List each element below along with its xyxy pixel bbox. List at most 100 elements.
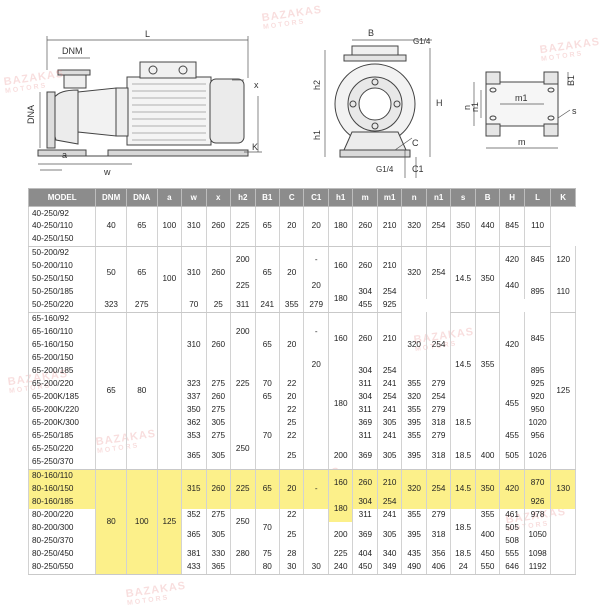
- dimension-cell-l: 920: [523, 390, 552, 404]
- dimension-cell-h: 420: [499, 469, 525, 509]
- dimension-cell-c: 20: [278, 312, 305, 378]
- dimension-cell-n1: 356: [425, 547, 452, 561]
- column-header-model: MODEL: [27, 188, 97, 207]
- dimension-cell-n: 355: [278, 298, 305, 313]
- dimension-cell-c: 25: [278, 416, 305, 430]
- dimension-cell-n1: 406: [425, 560, 452, 575]
- dimension-cell-s: 14.5: [450, 469, 476, 509]
- model-cell: 50-200/110: [27, 259, 97, 273]
- dimension-cell-h: 440: [474, 206, 501, 247]
- dimension-cell-h1: 160: [327, 246, 354, 286]
- dim-label-K: K: [252, 142, 258, 152]
- dimension-cell-c1: -: [303, 469, 329, 509]
- dimension-cell-w: 337: [181, 390, 207, 404]
- column-header-c1: C1: [303, 188, 329, 207]
- dimension-cell-s: 18.5: [450, 416, 476, 430]
- dimension-cell-c1: 30: [303, 560, 329, 575]
- model-cell: 65-200K/220: [27, 403, 97, 417]
- dim-label-h1: h1: [312, 130, 322, 140]
- dimension-cell-l: 926: [523, 495, 552, 509]
- dimension-cell-x: 260: [205, 469, 232, 509]
- dimension-cell-l: 1026: [523, 442, 552, 470]
- dimension-cell-k: 130: [550, 469, 576, 509]
- dimension-cell-c: 25: [205, 298, 232, 313]
- dimension-cell-w: 353: [181, 429, 207, 443]
- dimension-cell-x: 275: [205, 508, 232, 522]
- dimension-cell-m: 311: [352, 508, 378, 522]
- column-header-c: C: [278, 188, 305, 207]
- dimension-cell-b: 350: [474, 246, 501, 313]
- model-cell: 65-200K/300: [27, 416, 97, 430]
- dimension-cell-n: 320: [401, 206, 427, 247]
- dimension-cell-n1: 254: [425, 206, 452, 247]
- dimension-cell-n1: 254: [425, 469, 452, 509]
- dimension-cell-c: 30: [278, 560, 305, 575]
- dimension-cell-l: 845: [523, 246, 552, 273]
- dimension-cell-m: 260: [352, 469, 378, 496]
- dimension-cell-h: 505: [499, 442, 525, 470]
- dimension-cell-h: 440: [499, 272, 525, 299]
- dimension-cell-m1: 210: [376, 469, 403, 496]
- dimension-cell-dnm: 65: [95, 312, 127, 470]
- column-header-dnm: DNM: [95, 188, 127, 207]
- dimension-cell-b: [474, 416, 501, 430]
- dimension-cell-m1: 210: [376, 312, 403, 365]
- dimension-cell-h: 420: [499, 246, 525, 273]
- dimension-cell-n: 395: [401, 442, 427, 470]
- dimension-cell-x: 305: [205, 521, 232, 548]
- dimension-cell-k: 125: [550, 312, 576, 470]
- model-cell: 65-160/110: [27, 325, 97, 339]
- dimension-cell-h1: 200: [327, 442, 354, 470]
- dimension-cell-b1: 65: [254, 206, 280, 247]
- column-header-k: K: [550, 188, 576, 207]
- dimension-cell-m: 311: [352, 377, 378, 391]
- dimension-cell-x: 275: [205, 403, 232, 417]
- dimension-cell-h: 455: [499, 377, 525, 430]
- dimension-cell-n: 435: [401, 547, 427, 561]
- dimension-cell-n: 355: [401, 508, 427, 522]
- dimension-cell-n: 395: [401, 521, 427, 548]
- dimension-cell-h2: 250: [230, 508, 256, 535]
- dim-label-n1: n1: [470, 102, 480, 112]
- model-cell: 50-250/185: [27, 285, 97, 299]
- dimension-cell-m1: 254: [376, 495, 403, 509]
- dimension-cell-b1: 70: [181, 298, 207, 313]
- dimension-cell-m1: 349: [376, 560, 403, 575]
- dimension-cell-l: 1050: [523, 521, 552, 548]
- dimension-cell-x: 330: [205, 547, 232, 561]
- dimension-cell-l: 1192: [523, 560, 552, 575]
- dimension-cell-s: 18.5: [450, 508, 476, 548]
- dimension-cell-m1: 241: [376, 377, 403, 391]
- model-cell: 80-160/150: [27, 482, 97, 496]
- dimension-cell-h1: 225: [327, 547, 354, 561]
- dim-label-n: n: [462, 105, 472, 110]
- model-cell: 50-250/220: [27, 298, 97, 313]
- dimension-cell-h: 646: [499, 560, 525, 575]
- dimension-cell-m: 260: [352, 206, 378, 247]
- dimension-cell-h: 555: [499, 547, 525, 561]
- model-cell: 65-200/185: [27, 364, 97, 378]
- dim-label-m1: m1: [515, 93, 528, 103]
- dimension-cell-h: 461: [499, 508, 525, 522]
- dimension-cell-x: 275: [125, 298, 158, 313]
- dimension-cell-m: 311: [352, 429, 378, 443]
- dimension-cell-h1: 180: [327, 206, 354, 247]
- dimension-cell-h2: [230, 416, 256, 430]
- dimension-cell-w: 365: [181, 521, 207, 548]
- dimension-cell-m: 450: [352, 560, 378, 575]
- model-cell: 50-250/150: [27, 272, 97, 286]
- column-header-a: a: [156, 188, 183, 207]
- dimension-cell-n: 355: [401, 377, 427, 391]
- table-row: 40-250/110: [27, 220, 576, 233]
- dimension-cell-m: 404: [352, 547, 378, 561]
- dimension-cell-dna: 65: [125, 246, 158, 299]
